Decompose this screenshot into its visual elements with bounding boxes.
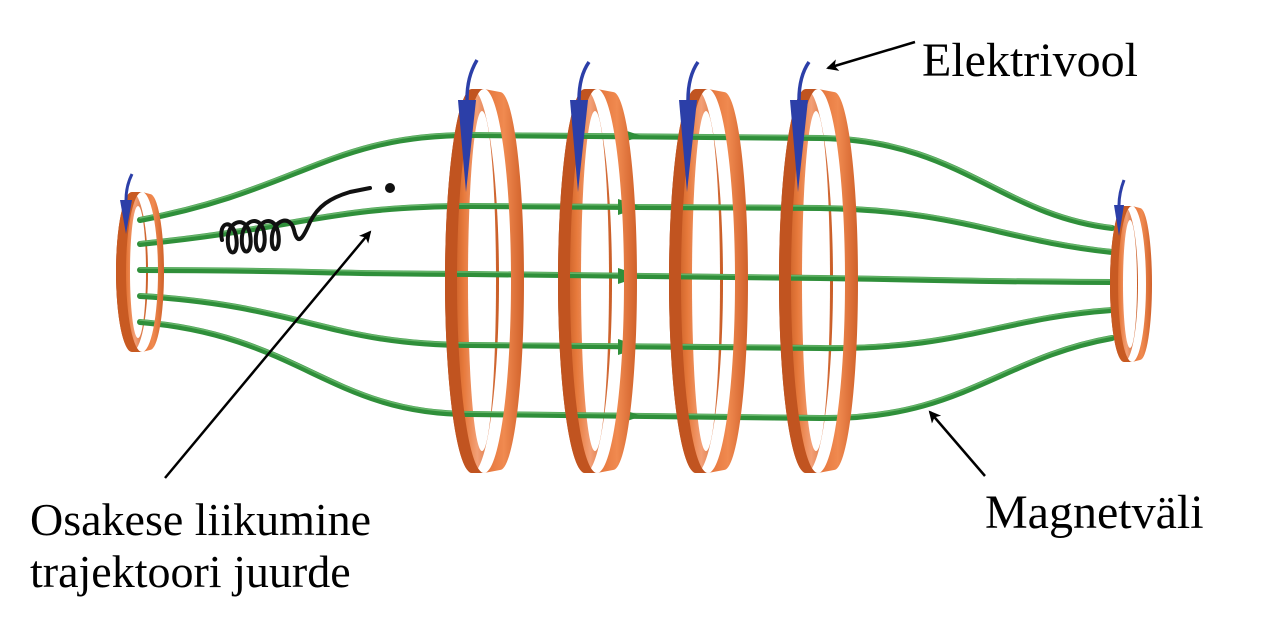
coil-ring-1-hole <box>468 111 496 451</box>
coil-ring-4-hole <box>802 111 830 451</box>
label-particle-motion-line1: Osakese liikumine <box>30 494 372 545</box>
coil-ring-right-front <box>1110 206 1132 362</box>
current-direction-arrows <box>120 59 1126 236</box>
label-electric-current: Elektrivool <box>922 34 1138 87</box>
coil-ring-3-front <box>669 89 748 473</box>
arrow-to-magnetic-field <box>928 410 986 477</box>
current-direction-arrow-icon <box>570 60 591 192</box>
current-direction-arrow-icon <box>1114 179 1126 236</box>
particle-spiral-path <box>219 186 372 255</box>
coil-ring-2-front <box>558 89 637 473</box>
coil-ring-fronts <box>116 89 1152 473</box>
coil-ring-2-hole <box>581 111 609 451</box>
coil-ring-right-hole <box>1123 220 1137 348</box>
label-particle-motion-line2: trajektoori juurde <box>30 545 351 597</box>
coil-ring-3-hole <box>692 111 720 451</box>
current-direction-arrow-icon <box>679 60 700 192</box>
coil-ring-4-front <box>779 89 858 473</box>
current-direction-arrow-icon <box>120 173 134 234</box>
annotation-arrows <box>164 40 986 479</box>
arrow-to-current <box>826 40 916 71</box>
coil-ring-left-front <box>116 192 142 352</box>
field-line-3 <box>137 267 1115 285</box>
label-particle-motion: Osakese liikumine trajektoori juurde <box>30 494 371 597</box>
particle-trajectory <box>219 183 395 255</box>
field-line-4 <box>137 293 1115 352</box>
arrow-to-particle <box>164 230 372 479</box>
label-magnetic-field: Magnetväli <box>985 486 1204 539</box>
field-line-5 <box>137 319 1115 422</box>
coil-ring-1-front <box>445 89 524 473</box>
current-direction-arrow-icon <box>790 60 811 192</box>
particle-dot-icon <box>385 183 395 193</box>
coil-ring-left-rim <box>142 192 164 352</box>
current-direction-arrow-icon <box>458 59 479 192</box>
coil-ring-right-rim <box>1132 206 1152 362</box>
